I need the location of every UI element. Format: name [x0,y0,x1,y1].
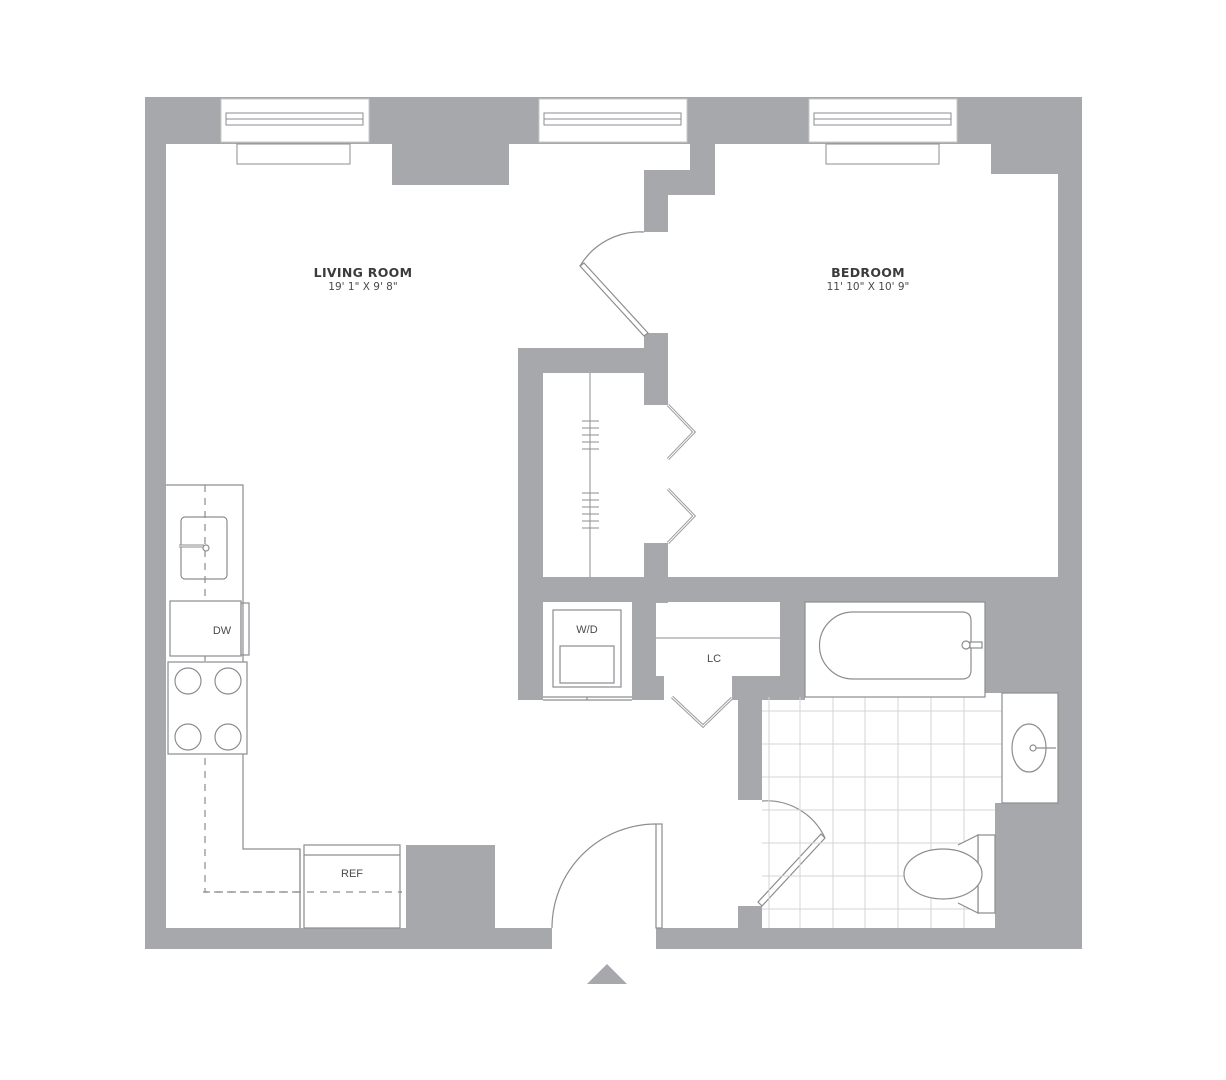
bedroom-door-leaf [579,262,649,337]
entry-arrow-icon [587,964,627,984]
closet-door-lower-inner [667,488,695,544]
window-bedroom [808,98,958,165]
windows [220,98,958,165]
entry-door-leaf [655,823,663,929]
refrigerator [303,844,401,929]
entry-door-swing [551,823,657,929]
room-name: LIVING ROOM [313,265,413,280]
living-room-label: LIVING ROOM 19' 1" X 9' 8" [314,265,413,293]
linen-closet-label: LC [706,653,722,665]
toilet [903,834,996,914]
range [167,661,248,755]
bath-door-swing [761,800,826,839]
refrigerator-label: REF [341,868,363,880]
washer-dryer [543,609,632,701]
kitchen [166,484,402,929]
bathroom [762,601,1059,928]
bedroom-door-swing [579,231,645,267]
closet-door-upper-inner [667,404,695,460]
bathtub [804,601,986,698]
linen-closet-door [670,695,734,729]
doors [551,231,826,929]
kitchen-sink [180,516,228,580]
bath-door-leaf [757,833,826,907]
interior-walls [392,134,1058,945]
room-dimensions: 11' 10" X 10' 9" [826,281,910,293]
floor-tiles [762,697,1002,928]
window-living-left [220,98,370,165]
room-dimensions: 19' 1" X 9' 8" [328,281,398,293]
bathroom-vanity [1001,692,1059,804]
closet-door-lower [666,487,697,545]
closet-rod [582,373,599,577]
window-living-right [538,98,688,143]
washer-dryer-label: W/D [576,624,598,636]
room-name: BEDROOM [831,265,905,280]
dishwasher-label: DW [212,625,232,637]
dishwasher [169,600,242,657]
bedroom-label: BEDROOM 11' 10" X 10' 9" [827,265,910,293]
closet-door-upper [666,403,697,461]
exterior-walls [145,97,1082,949]
